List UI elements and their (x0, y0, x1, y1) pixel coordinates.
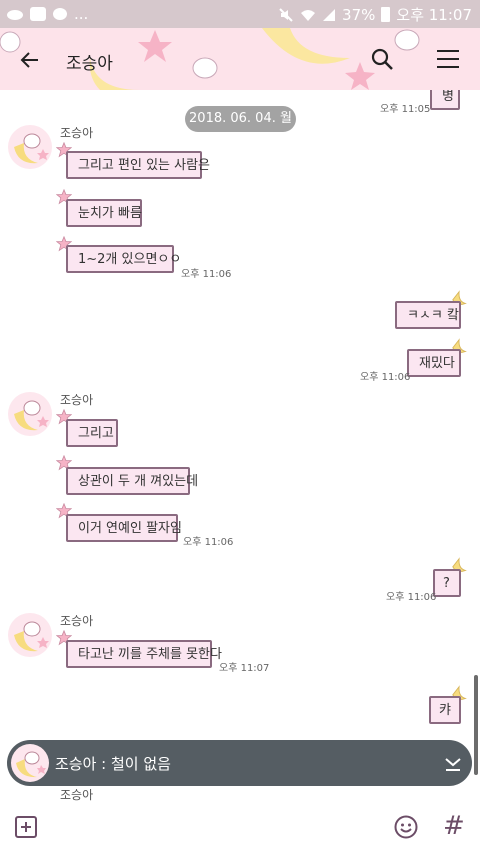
message-bubble[interactable]: 그리고 편인 있는 사람은 (66, 151, 210, 179)
message-bubble[interactable]: ? (433, 569, 461, 597)
chat-title: 조승아 (66, 54, 113, 74)
mute-icon (279, 7, 293, 22)
sender-name: 조승아 (60, 126, 94, 140)
avatar (11, 744, 49, 782)
message-time: 오후 11:06 (183, 537, 234, 548)
scrollbar[interactable] (474, 675, 478, 775)
search-icon[interactable] (370, 47, 396, 73)
image-icon (30, 7, 46, 21)
menu-icon[interactable] (437, 50, 459, 68)
battery-level: 37% (342, 5, 376, 24)
sender-name: 조승아 (60, 788, 94, 802)
message-bubble[interactable]: 타고난 끼를 주체를 못한다 (66, 640, 222, 668)
star-icon (56, 455, 72, 471)
message-time: 오후 11:06 (181, 269, 232, 280)
signal-icon (323, 8, 336, 21)
message-bubble[interactable]: 이거 연예인 팔자임 (66, 514, 182, 542)
message-time: 오후 11:06 (386, 592, 437, 603)
message-bubble[interactable]: 병 (430, 90, 460, 110)
message-bubble[interactable]: ㅋㅅㅋ 캌 (395, 301, 461, 329)
chevron-down-icon[interactable] (444, 754, 462, 772)
header-background-decoration (0, 28, 420, 90)
clock: 오후 11:07 (396, 6, 472, 24)
more-notifications: ... (74, 5, 89, 23)
battery-icon (381, 7, 391, 22)
message-time: 오후 11:06 (360, 372, 411, 383)
sender-name: 조승아 (60, 393, 94, 407)
cloud-icon (7, 10, 23, 20)
avatar[interactable] (8, 392, 52, 436)
chat-icon (53, 8, 67, 20)
message-time: 오후 11:05 (380, 104, 431, 115)
message-bubble[interactable]: 재밌다 (407, 349, 461, 377)
notice-text: 조승아 : 철이 없음 (55, 755, 171, 773)
message-bubble[interactable]: 상관이 두 개 껴있는데 (66, 467, 198, 495)
sender-name: 조승아 (60, 614, 94, 628)
message-time: 오후 11:07 (219, 663, 270, 674)
avatar[interactable] (8, 613, 52, 657)
date-separator: 2018. 06. 04. 월 (185, 106, 296, 132)
avatar[interactable] (8, 125, 52, 169)
chat-header: 조승아 (0, 28, 480, 90)
wifi-icon (301, 9, 316, 21)
message-bubble[interactable]: 그리고 (66, 419, 118, 447)
message-bubble[interactable]: 눈치가 빠름 (66, 199, 142, 227)
status-bar: ... 37% 오후 11:07 (0, 0, 480, 28)
emoticon-icon[interactable] (394, 815, 418, 839)
input-bar: # (0, 805, 480, 853)
back-arrow-icon[interactable] (18, 48, 42, 72)
hashtag-icon[interactable]: # (443, 811, 465, 841)
message-bubble[interactable]: 1~2개 있으면ㅇㅇ (66, 245, 181, 273)
add-icon[interactable] (15, 816, 37, 838)
notice-banner[interactable]: 조승아 : 철이 없음 (7, 740, 472, 786)
message-bubble[interactable]: 캬 (429, 696, 461, 724)
chat-area[interactable]: 병 오후 11:05 2018. 06. 04. 월 조승아 그리고 편인 있는… (0, 90, 480, 805)
